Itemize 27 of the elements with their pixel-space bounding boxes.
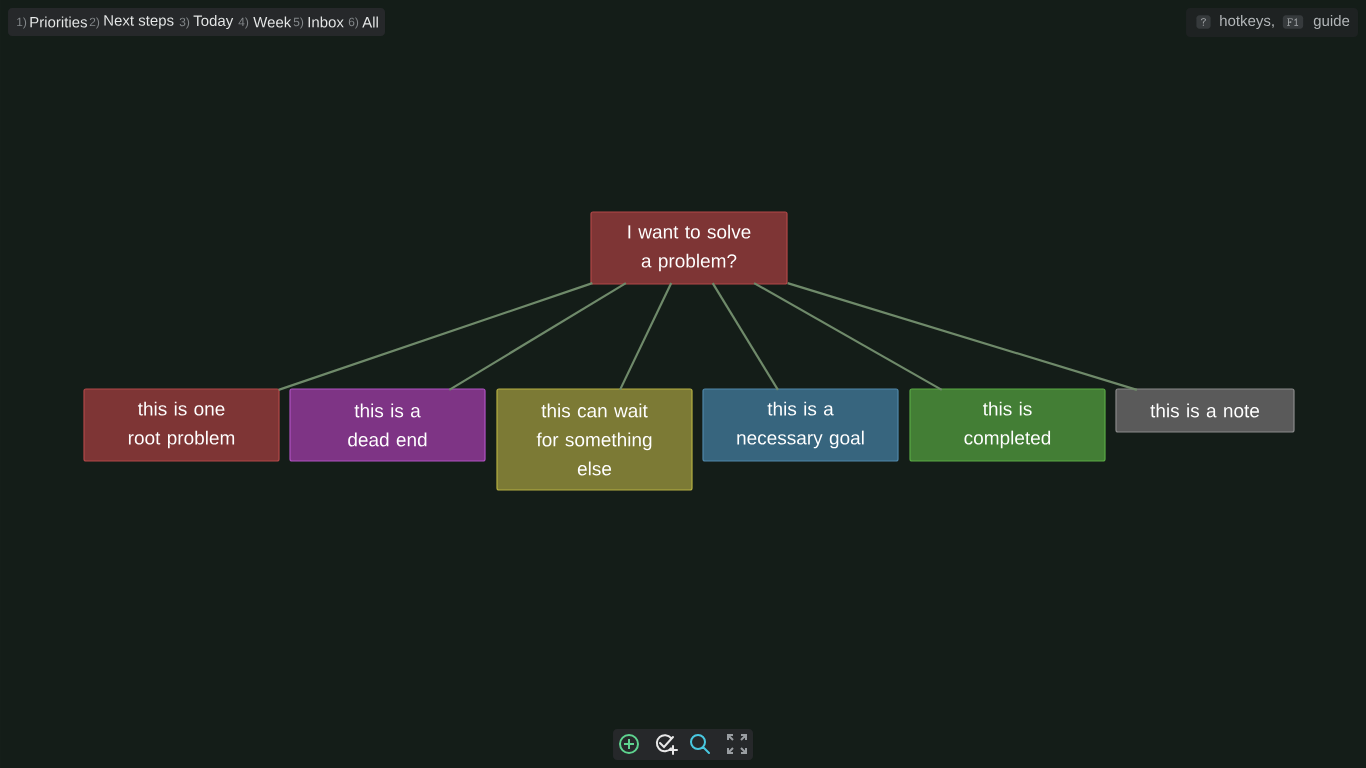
task-box: this can wait for something else [496,388,693,491]
connector-line [711,282,779,391]
hint-text: guide [1313,15,1350,29]
connector-line [619,282,673,391]
task-box: this is a note [1115,388,1295,433]
menu-item: Next steps [104,15,174,29]
menu-number: 3) [179,17,190,29]
menu-number: 4) [238,17,249,29]
connector-line [278,282,593,391]
menu-item: All [362,16,378,28]
menu-item: Week [253,16,292,28]
task-box: this is completed [909,388,1106,462]
menu-number: 1) [17,17,27,29]
task-box: this is a dead end [289,388,486,462]
task-box: this is one root problem [83,388,280,462]
connector-line [787,282,1138,391]
task-box: I want to solve a problem? [590,211,788,285]
connector-line [448,282,627,391]
menu-item: Inbox [308,16,344,28]
menu-number: 5) [293,17,304,29]
hint-text: hotkeys, [1220,15,1274,29]
menu-number: 6) [348,17,359,29]
task-box: this is a necessary goal [702,388,899,462]
connector-line [753,282,943,391]
menu-number: 2) [89,17,100,29]
menu-item: Priorities [30,16,87,28]
menu-item: Today [193,15,234,29]
